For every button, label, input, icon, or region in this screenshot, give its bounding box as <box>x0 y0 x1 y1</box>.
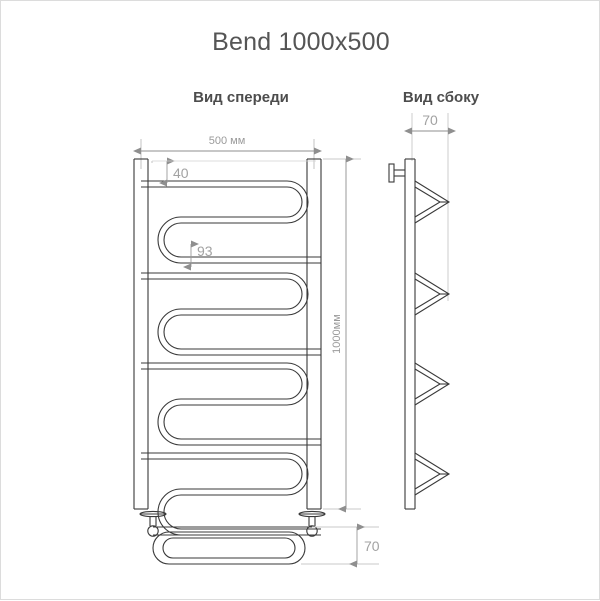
dim-offset-40: 40 <box>151 157 316 187</box>
dim-offset-label: 40 <box>173 165 189 181</box>
bottom-cross-bar <box>153 526 312 536</box>
side-zigzag-2 <box>414 272 450 316</box>
front-view-label: Вид спереди <box>193 89 289 106</box>
left-post <box>133 158 149 510</box>
serpentine-rail-3 <box>140 362 322 446</box>
wall-mount-left <box>139 510 167 537</box>
bottom-oval-loop <box>152 531 306 565</box>
dim-bottom-70: 70 <box>301 523 380 568</box>
dim-depth-70: 70 <box>404 112 456 301</box>
bottom-mount-assembly <box>139 510 326 565</box>
side-view-group: 70 <box>388 112 456 510</box>
dim-pitch-label: 93 <box>197 243 213 259</box>
serpentine-rail-2 <box>140 272 322 356</box>
side-post <box>404 158 416 510</box>
front-view-group: 500 мм <box>133 135 380 568</box>
page-title: Bend 1000x500 <box>212 28 390 56</box>
dim-pitch-93: 93 <box>183 240 213 271</box>
wall-mount-right <box>298 510 326 537</box>
side-wall-mount <box>388 163 405 183</box>
serpentine-rail-4 <box>140 452 322 536</box>
side-view-label: Вид сбоку <box>402 89 480 106</box>
dim-height-label: 1000мм <box>331 314 343 354</box>
side-zigzag-1 <box>414 180 450 224</box>
dim-bottom-label: 70 <box>364 538 380 554</box>
dim-width-label: 500 мм <box>209 135 246 147</box>
dim-width-500: 500 мм <box>133 135 322 155</box>
dim-depth-label: 70 <box>422 112 438 128</box>
right-post <box>306 158 322 510</box>
side-zigzag-3 <box>414 362 450 406</box>
side-zigzag-4 <box>414 452 450 496</box>
dim-height-1000: 1000мм <box>323 155 361 513</box>
serpentine-rail-1 <box>140 180 322 264</box>
